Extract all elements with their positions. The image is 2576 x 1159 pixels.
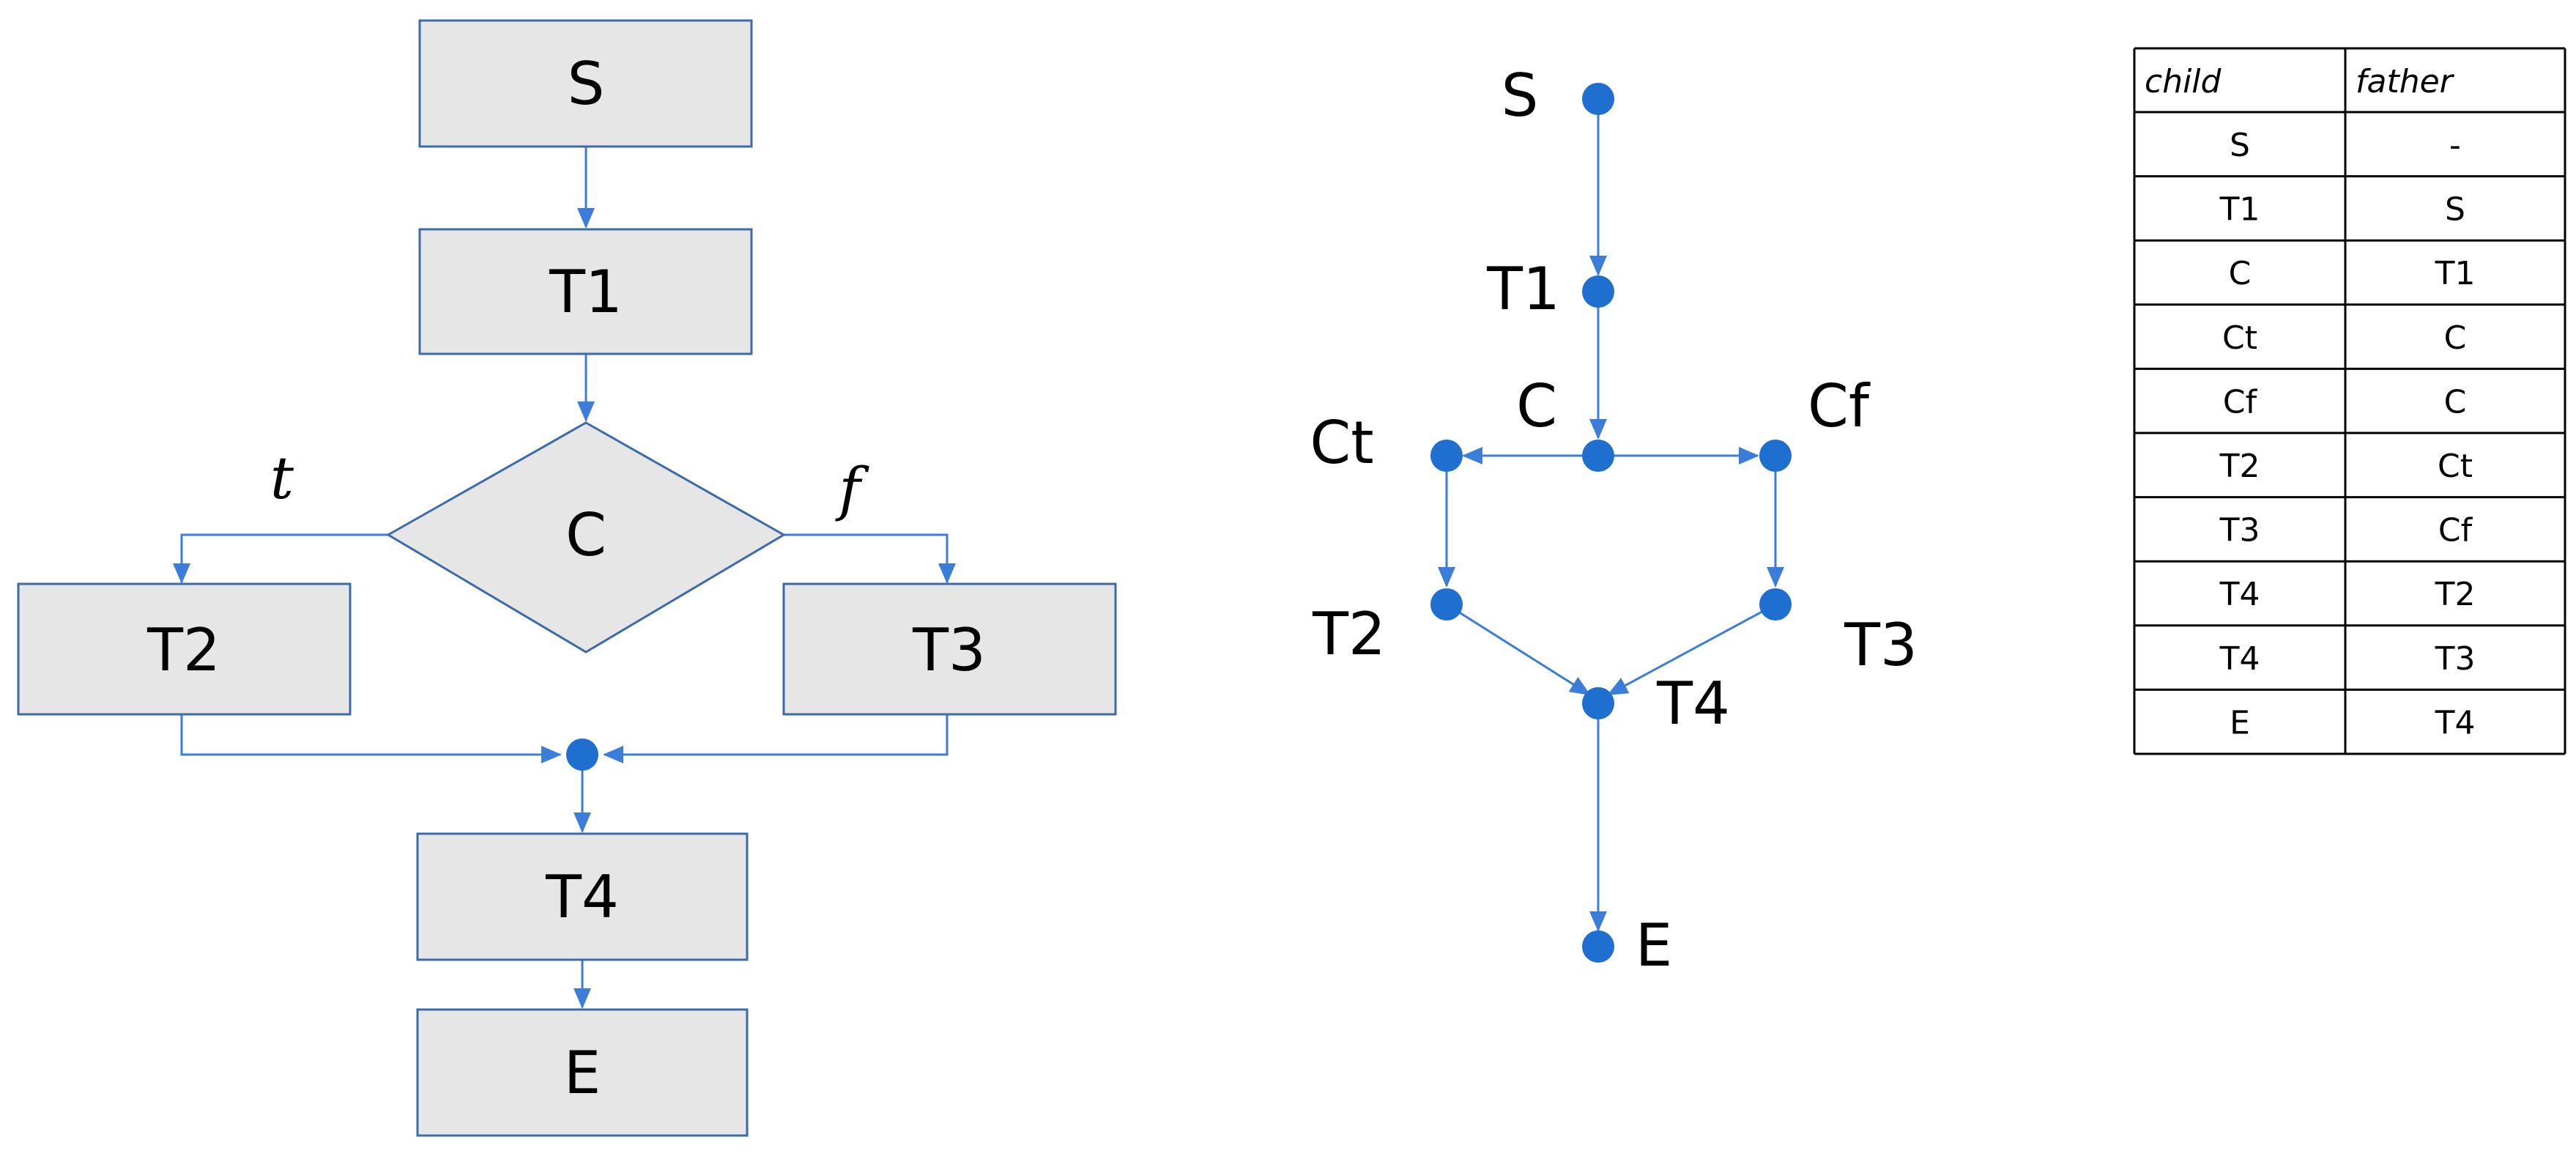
flow-join-node — [566, 738, 598, 771]
graph-node-t1 — [1582, 275, 1614, 308]
dependency-graph: S T1 C Ct Cf T2 T3 T4 E — [1310, 62, 1918, 980]
flow-box-t3-label: T3 — [912, 616, 986, 684]
table-cell-child: C — [2229, 255, 2252, 292]
table-cell-child: T4 — [2219, 576, 2260, 613]
flow-box-s-label: S — [568, 50, 605, 118]
flow-box-t4 — [416, 832, 749, 961]
graph-node-s — [1582, 83, 1614, 115]
edge-t2-join — [180, 714, 562, 763]
flow-box-t2 — [17, 582, 352, 716]
table-cell-father: S — [2445, 191, 2465, 229]
flow-box-t4-label: T4 — [545, 863, 619, 931]
table-cell-father: T1 — [2435, 255, 2476, 292]
graph-label-ct: Ct — [1310, 409, 1373, 477]
table-cell-child: Ct — [2222, 319, 2257, 357]
graph-node-t3 — [1759, 588, 1792, 621]
flow-decision-c-label: C — [565, 501, 606, 569]
graph-node-e — [1582, 930, 1614, 963]
flow-box-t3 — [782, 582, 1117, 716]
flow-decision-c — [386, 421, 786, 653]
table-cell-father: T3 — [2435, 640, 2476, 678]
table-cell-child: T2 — [2219, 448, 2260, 485]
graph-label-t3: T3 — [1844, 611, 1918, 679]
table-header-child: child — [2145, 63, 2222, 100]
table-cell-child: E — [2230, 704, 2250, 741]
graph-node-ct — [1430, 440, 1463, 472]
table-cell-father: C — [2444, 383, 2467, 421]
table-cell-child: T4 — [2219, 640, 2260, 678]
graph-label-t4: T4 — [1656, 670, 1730, 738]
flowchart: S T1 C T2 T3 T4 E t f — [17, 19, 1117, 1137]
graph-node-t4 — [1582, 687, 1614, 719]
table-cell-father: T4 — [2435, 704, 2476, 741]
graph-label-c: C — [1516, 372, 1557, 440]
graph-node-t2 — [1430, 588, 1463, 621]
table-cell-father: C — [2444, 319, 2467, 357]
graph-label-e: E — [1636, 911, 1673, 980]
table-cell-father: T2 — [2435, 576, 2476, 613]
graph-label-s: S — [1502, 62, 1539, 130]
flow-box-t1-label: T1 — [549, 258, 623, 326]
graph-node-cf — [1759, 440, 1792, 472]
table-cell-child: T1 — [2219, 191, 2260, 229]
branch-false-label: f — [835, 455, 869, 523]
graph-label-t2: T2 — [1312, 600, 1386, 668]
flow-box-e — [416, 1008, 749, 1137]
edge-c-t2 — [173, 533, 388, 584]
table-cell-child: Cf — [2223, 383, 2258, 421]
graph-label-cf: Cf — [1808, 372, 1871, 440]
branch-true-label: t — [270, 444, 294, 512]
flow-box-t2-label: T2 — [146, 616, 220, 684]
table-cell-father: Ct — [2438, 448, 2473, 485]
table-header-father: father — [2356, 63, 2455, 100]
flow-box-t1 — [418, 228, 753, 355]
table-cell-father: Cf — [2438, 512, 2473, 549]
flow-box-e-label: E — [564, 1039, 601, 1107]
edge-c-t3 — [784, 533, 956, 584]
graph-label-t1: T1 — [1486, 255, 1560, 323]
table-cell-child: S — [2230, 127, 2250, 164]
table-cell-child: T3 — [2219, 512, 2260, 549]
edge-t3-join — [603, 714, 949, 763]
graph-edge-t2-t4 — [1446, 603, 1591, 696]
graph-edge-t3-t4 — [1607, 603, 1776, 696]
flow-box-s — [418, 19, 753, 148]
table-cell-father: - — [2449, 127, 2461, 164]
graph-node-c — [1582, 440, 1614, 472]
